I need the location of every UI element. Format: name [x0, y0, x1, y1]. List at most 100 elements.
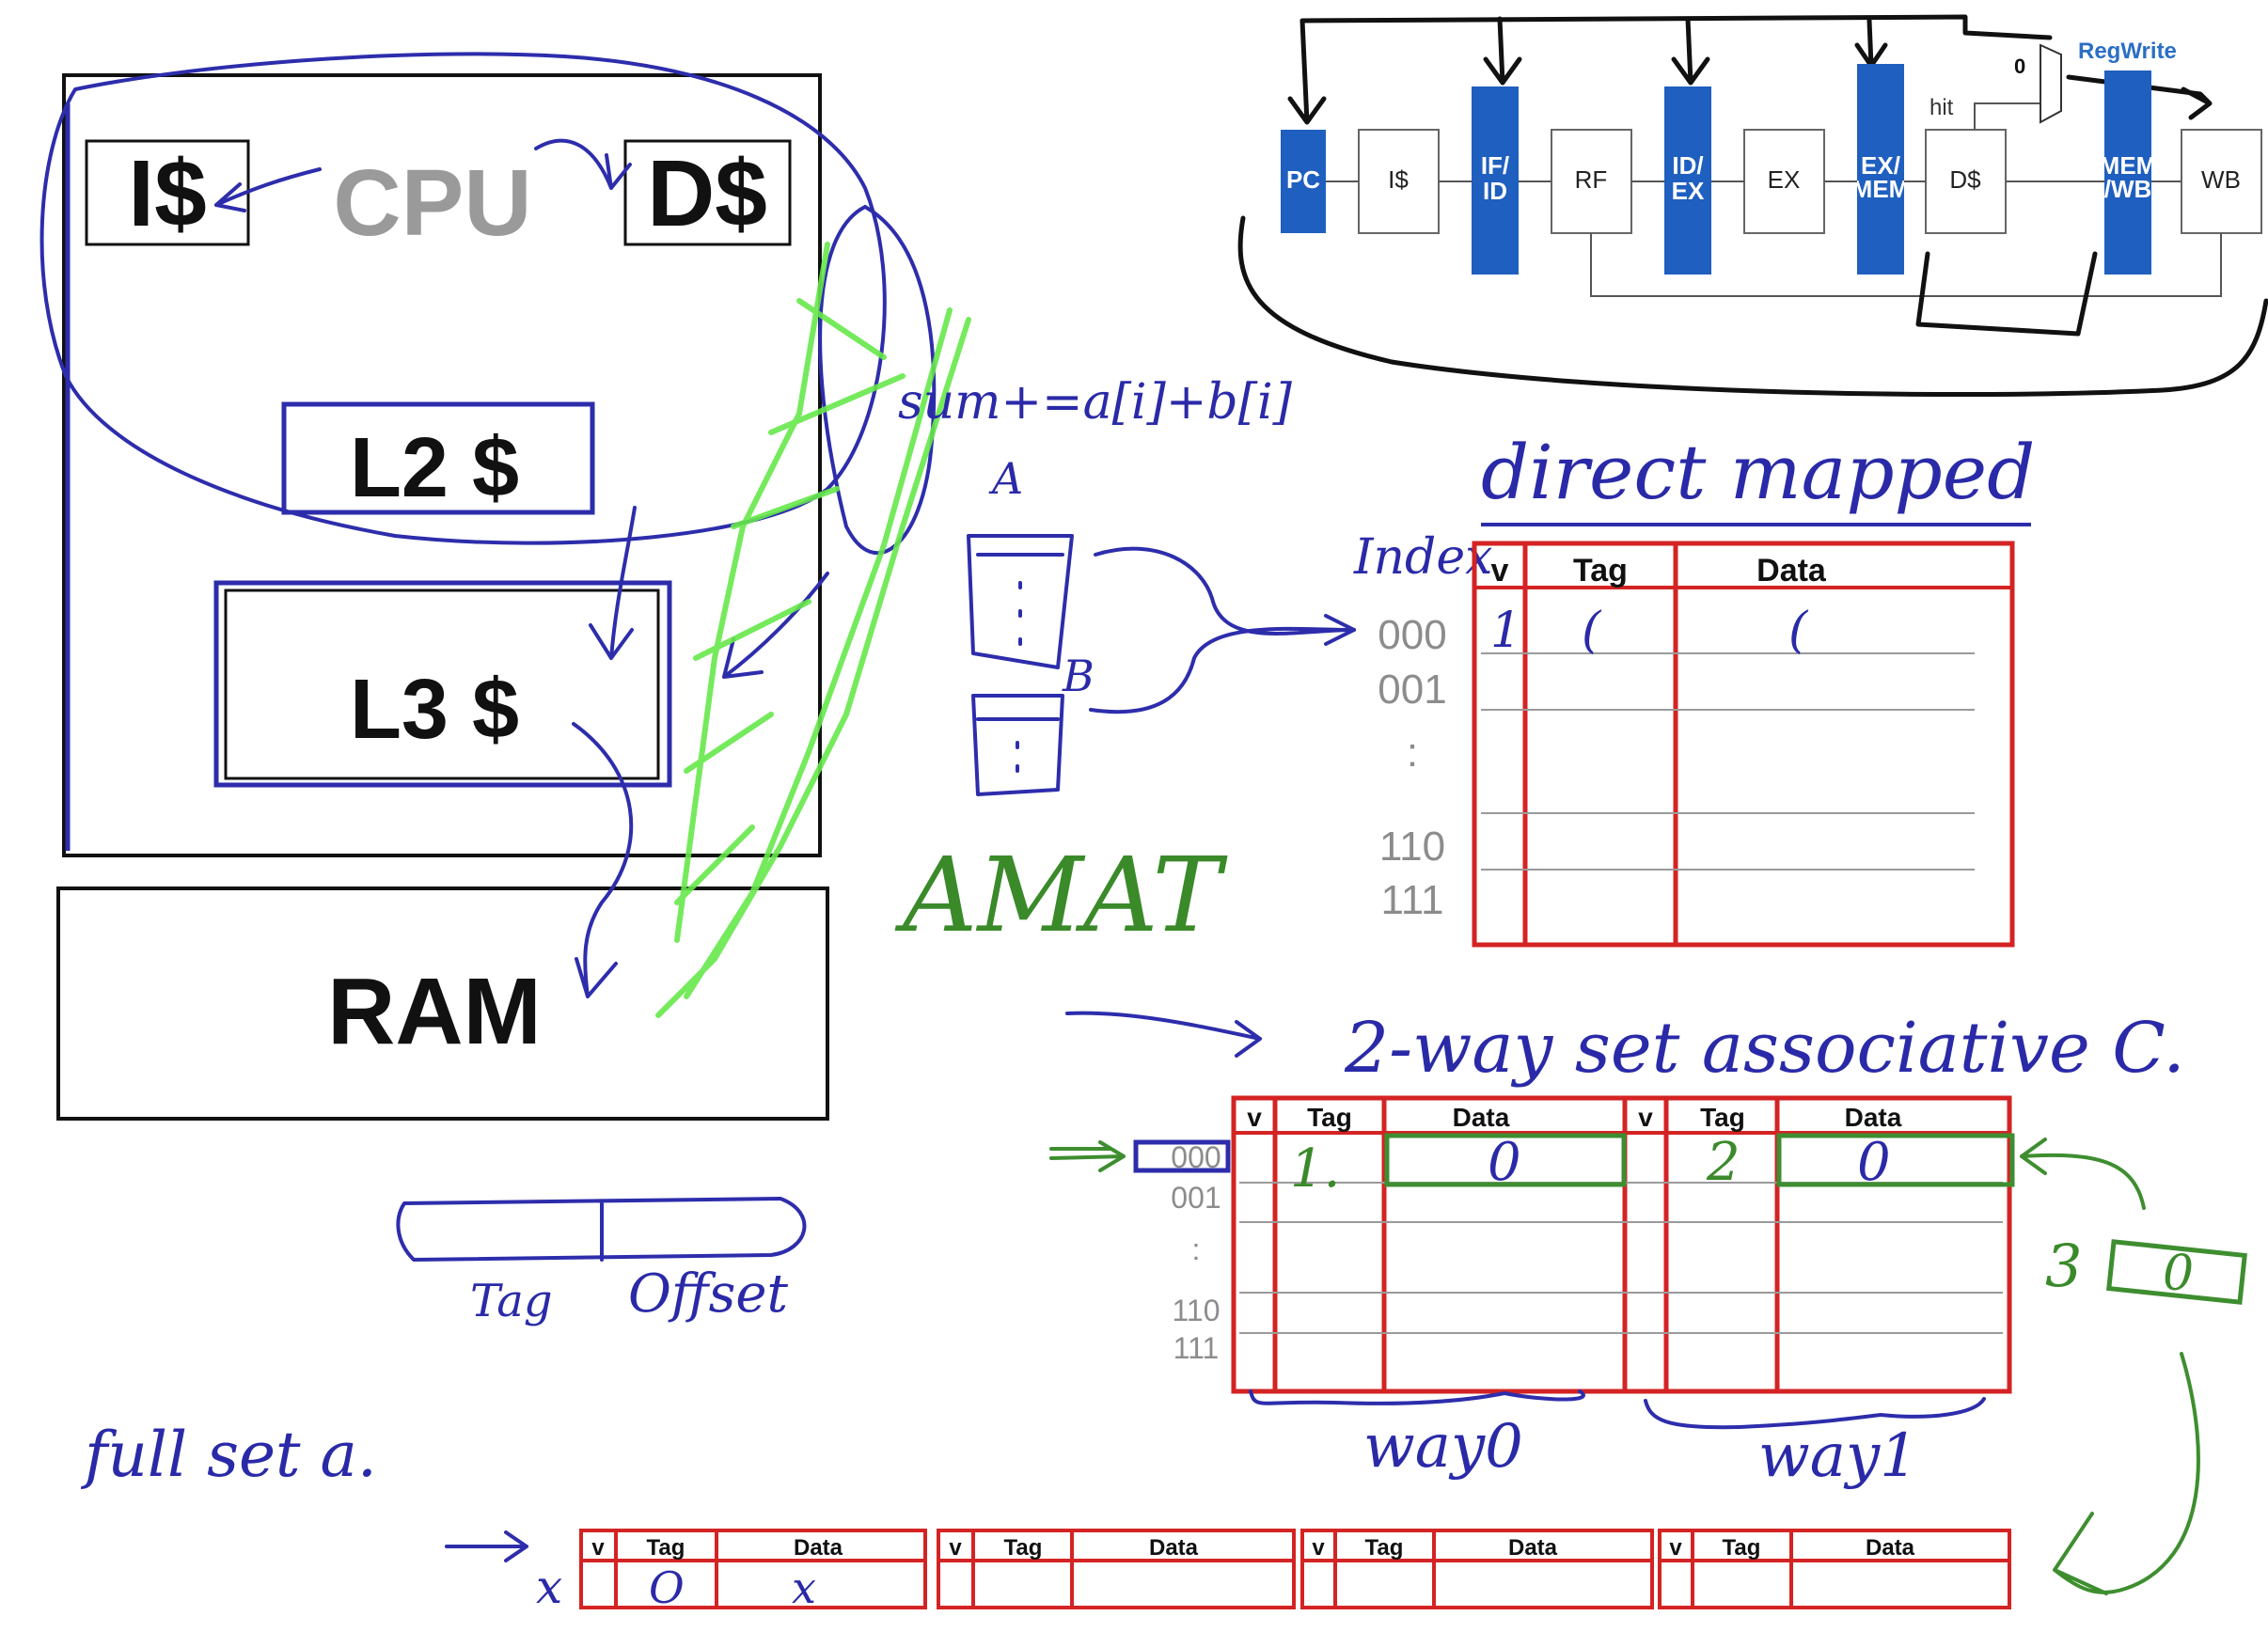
dm-row0-v: 1	[1490, 603, 1521, 659]
tw-index-arrow	[1049, 1140, 1126, 1172]
stage-pc-box	[1281, 130, 1326, 233]
address-split-sketch	[396, 1197, 807, 1262]
label-b: B	[1062, 651, 1095, 701]
cpu-label: CPU	[333, 150, 531, 256]
writeback-mux	[2040, 43, 2062, 124]
direct-mapped-table: direct mapped Index v Tag Data 000 001 :…	[1353, 429, 2035, 948]
mux-zero: 0	[2014, 55, 2025, 78]
stage-icache-box	[1358, 129, 1440, 234]
tw-way0-slot	[1384, 1133, 1627, 1187]
l3-box	[213, 580, 672, 788]
tw-way0-data: 0	[1488, 1132, 1521, 1193]
dm-index-110: 110	[1379, 824, 1445, 870]
stage-memwb-2: /WB	[2104, 175, 2152, 203]
fa-row0-tag: O	[649, 1562, 685, 1613]
incoming-block	[2106, 1239, 2247, 1305]
array-a-to-index-arrow	[1094, 546, 1356, 646]
regwrite-label: RegWrite	[2078, 39, 2177, 64]
dm-row0-tag: (	[1582, 603, 1602, 659]
fa-header-data0: Data	[794, 1535, 843, 1561]
direct-mapped-title: direct mapped	[1481, 429, 2035, 516]
tw-header-v0: v	[1247, 1103, 1262, 1132]
code-sum: sum+=a[i]+b[i]	[898, 374, 1293, 431]
stage-ifid-1: IF/	[1481, 151, 1509, 180]
loop-to-l3-arrow	[722, 572, 829, 679]
full-assoc-cells	[579, 1529, 2011, 1609]
stage-pc: PC	[1286, 165, 1320, 194]
dm-row0-data: (	[1788, 603, 1809, 659]
cpu-to-icache-arrow	[214, 167, 322, 212]
amat-label: AMAT	[894, 835, 1228, 955]
two-way-table: 2-way set associative C. v Tag Data v Ta…	[1049, 1008, 2247, 1595]
tw-table-border	[1231, 1095, 2012, 1394]
stage-rf: RF	[1575, 165, 1608, 194]
stage-idex-box	[1664, 86, 1711, 275]
way0-label: way0	[1363, 1412, 1523, 1482]
ifid-feedback-arrow	[1483, 16, 1522, 86]
fa-header-tag1: Tag	[1004, 1535, 1043, 1561]
dcache-bypass-bracket	[1915, 251, 2098, 337]
fa-header-data1: Data	[1149, 1535, 1199, 1561]
array-b-to-index-arrow	[1089, 626, 1356, 714]
incoming-block-arrow	[2020, 1138, 2146, 1210]
stage-wb-box	[2181, 129, 2262, 234]
stage-memwb-1: MEM	[2100, 151, 2157, 180]
pipeline-top-bus	[1299, 14, 2053, 40]
pipeline-enclosure-loop	[1237, 215, 2268, 398]
hit-label: hit	[1929, 95, 1954, 120]
dcache-label: D$	[647, 141, 767, 246]
tw-header-v1: v	[1638, 1103, 1653, 1132]
idex-feedback-arrow	[1671, 16, 1710, 86]
tw-way1-data: 0	[1857, 1132, 1891, 1193]
fa-header-tag2: Tag	[1365, 1535, 1404, 1561]
stage-dcache-box	[1925, 129, 2007, 234]
ram-box	[56, 887, 829, 1121]
dm-header-data: Data	[1756, 553, 1827, 588]
tw-header-data1: Data	[1845, 1103, 1902, 1132]
stage-exmem-1: EX/	[1861, 151, 1900, 180]
dm-index-111: 111	[1381, 877, 1444, 923]
two-way-pointer-arrow	[1065, 1011, 1262, 1058]
stage-ex-box	[1743, 129, 1825, 234]
l3-inner-box	[224, 588, 660, 780]
incoming-block-value: 0	[2163, 1246, 2194, 1302]
array-a-sketch	[967, 534, 1074, 669]
index-label: Index	[1353, 529, 1492, 586]
pc-feedback-arrow	[1287, 18, 1327, 125]
to-full-assoc-arrow	[2053, 1352, 2200, 1595]
dm-header-v: v	[1491, 553, 1509, 588]
dcache-box	[623, 139, 792, 246]
tw-index-dots: :	[1192, 1232, 1201, 1266]
cpu-to-dcache-arrow	[534, 138, 632, 190]
tw-header-tag0: Tag	[1307, 1103, 1352, 1132]
dm-index-001: 001	[1378, 667, 1446, 713]
full-set-label: full set a.	[80, 1419, 377, 1491]
tw-index-110: 110	[1172, 1294, 1220, 1327]
label-a: A	[988, 453, 1023, 504]
exmem-feedback-arrow	[1854, 18, 1888, 69]
fa-header-v1: v	[949, 1535, 962, 1561]
two-way-title: 2-way set associative C.	[1344, 1008, 2185, 1089]
dm-index-dots: :	[1407, 730, 1418, 776]
l2-label: L2 $	[350, 421, 519, 515]
fa-header-v3: v	[1669, 1535, 1682, 1561]
fa-header-data3: Data	[1866, 1535, 1915, 1561]
stage-idex-2: EX	[1672, 177, 1705, 205]
full-assoc-cross: x	[536, 1560, 562, 1614]
tw-index-111: 111	[1173, 1331, 1220, 1365]
way1-brace	[1644, 1397, 1986, 1430]
tw-header-tag1: Tag	[1700, 1103, 1745, 1132]
pipeline-diagram: PC I$ IF/ ID RF ID/ EX EX EX/ MEM D$ MEM…	[1237, 14, 2268, 398]
stage-memwb-box	[2104, 71, 2151, 275]
sum-loop	[818, 205, 937, 556]
fa-header-data2: Data	[1508, 1535, 1558, 1561]
incoming-number: 3	[2045, 1232, 2082, 1300]
way1-label: way1	[1758, 1421, 1918, 1491]
dm-index-000: 000	[1378, 612, 1446, 658]
offset-label: Offset	[628, 1263, 788, 1325]
memory-hierarchy: I$ CPU D$ L2 $ L3 $ RAM	[39, 52, 971, 1121]
fa-header-v2: v	[1312, 1535, 1325, 1561]
green-scribble	[655, 242, 971, 1018]
full-assoc-arrow	[445, 1530, 528, 1562]
